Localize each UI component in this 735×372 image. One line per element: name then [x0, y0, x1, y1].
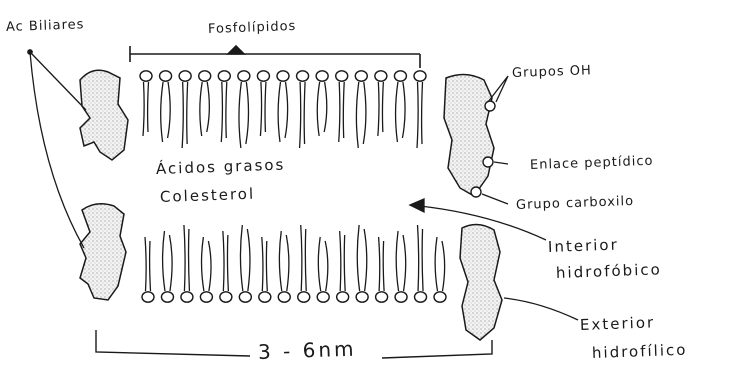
phospholipids-bracket [130, 46, 420, 68]
phospholipid-bottom-13 [376, 237, 388, 302]
phospholipid-top-15 [414, 71, 426, 148]
leader-bile-top [30, 52, 86, 110]
phospholipid-bottom-1 [142, 237, 154, 302]
phospholipid-bottom-10 [317, 237, 329, 302]
phospholipid-bottom-11 [337, 231, 349, 302]
phospholipid-bottom-6 [239, 225, 251, 302]
phospholipid-bottom-2 [161, 231, 173, 302]
phospholipid-bottom-9 [298, 225, 310, 302]
phospholipid-top-5 [218, 71, 230, 142]
phospholipid-top-6 [238, 71, 250, 148]
bile-acid-left-top [80, 70, 128, 160]
phospholipid-top-1 [140, 71, 152, 136]
leader-bile-bottom [30, 52, 84, 248]
label-bile-acids: Ac Biliares [6, 17, 85, 35]
phospholipid-bottom-15 [415, 225, 427, 302]
phospholipid-bottom-12 [356, 225, 368, 302]
label-interior-line1: Interior [548, 236, 619, 256]
phospholipid-top-7 [257, 71, 269, 136]
phospholipid-top-10 [316, 71, 328, 136]
phospholipid-top-2 [160, 71, 172, 142]
label-exterior-line2: hidrofílico [592, 341, 688, 362]
phospholipid-bottom-7 [259, 237, 271, 302]
phospholipid-bottom-14 [395, 231, 407, 302]
phospholipid-top-3 [179, 71, 191, 148]
phospholipid-top-12 [355, 71, 367, 148]
phospholipid-bottom-4 [200, 237, 212, 302]
label-cholesterol: Colesterol [160, 185, 256, 206]
label-phospholipids: Fosfolípidos [208, 19, 297, 37]
label-interior-line2: hidrofóbico [556, 260, 662, 282]
leader-oh [488, 76, 508, 102]
bile-acid-right-bottom [460, 224, 502, 340]
phospholipid-top-11 [336, 71, 348, 142]
phospholipid-bottom-16 [434, 237, 446, 302]
label-size: 3 - 6nm [258, 337, 357, 364]
bile-acid-right-top [444, 74, 495, 197]
label-exterior-line1: Exterior [580, 313, 656, 334]
phospholipid-row-bottom [142, 225, 446, 302]
leader-peptide [494, 162, 508, 164]
label-oh-groups: Grupos OH [512, 63, 592, 81]
leader-exterior [504, 298, 578, 320]
phospholipid-top-14 [394, 71, 406, 142]
phospholipid-row-top [140, 71, 426, 148]
phospholipid-bottom-3 [181, 225, 193, 302]
phospholipid-top-9 [297, 71, 309, 148]
phospholipid-bottom-8 [278, 231, 290, 302]
leader-carboxyl [482, 194, 508, 204]
bile-acid-left-bottom [80, 204, 126, 300]
phospholipid-top-13 [375, 71, 387, 136]
phospholipid-bottom-5 [220, 231, 232, 302]
phospholipid-top-8 [277, 71, 289, 142]
phospholipid-top-4 [199, 71, 211, 136]
